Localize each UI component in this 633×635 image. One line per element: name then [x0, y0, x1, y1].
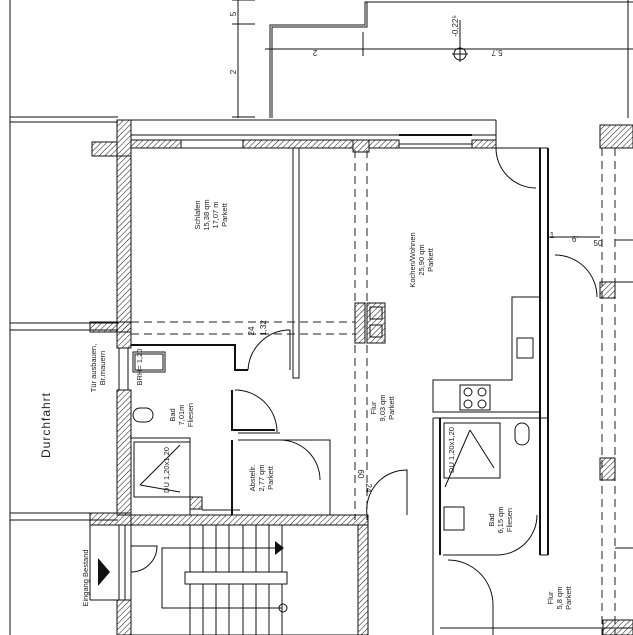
- dim-1: 1: [550, 231, 555, 240]
- dim-50: 50: [594, 239, 603, 248]
- room-area: 7,01m: [177, 405, 186, 426]
- room-bad-1: Bad 7,01m Fliesen: [168, 403, 195, 427]
- dim-24-b: 24: [364, 484, 373, 493]
- room-name: Kochen/Wohnen: [408, 232, 417, 287]
- room-floor: Parkett: [220, 202, 229, 227]
- room-floor: Parkett: [564, 585, 573, 610]
- dim-6: 6': [572, 235, 578, 244]
- room-floor: Fliesen: [505, 508, 514, 532]
- staircase: [130, 524, 359, 635]
- door-note-line-2: Br.mauern: [98, 351, 107, 386]
- room-name: Bad: [168, 408, 177, 421]
- room-name: Schlafen: [193, 200, 202, 229]
- room-floor: Parkett: [266, 465, 275, 490]
- room-floor: Parkett: [426, 247, 435, 272]
- dim-24-a: 24: [247, 326, 256, 335]
- durchfahrt-label: Durchfahrt: [39, 392, 53, 458]
- room-schlafen: Schlafen 15,38 qm 17,07 m Parkett: [193, 199, 229, 230]
- room-area: 9,03 qm: [378, 394, 387, 421]
- dim-upper-57: 5,7: [491, 48, 503, 57]
- brh-note: BRH= 1,20: [135, 349, 144, 386]
- dim-upper-2: 2: [312, 48, 317, 57]
- room-area: 5,8 qm: [555, 587, 564, 610]
- room-bad-2: Bad 6,15 qm Fliesen: [487, 506, 514, 533]
- level-mark: -0,22⁵: [451, 15, 460, 37]
- room-area: 25,90 qm: [417, 244, 426, 275]
- room-length: 17,07 m: [211, 201, 220, 228]
- room-kochen-wohnen: Kochen/Wohnen 25,90 qm Parkett: [408, 232, 435, 287]
- exterior-walls: [89, 119, 548, 635]
- room-name: Bad: [487, 513, 496, 526]
- room-floor: Parkett: [387, 395, 396, 420]
- door-note-line-1: Tür ausbauen,: [89, 344, 98, 392]
- terrace-outline: [232, 0, 633, 118]
- shower-note-2: DU 1,20x1,20: [447, 427, 456, 473]
- door-note: Tür ausbauen, Br.mauern: [89, 344, 107, 392]
- room-name: Abstellr.: [248, 465, 257, 492]
- room-flur-1: Flur 9,03 qm Parkett: [369, 394, 396, 421]
- room-abstellraum: Abstellr. 2,77 qm Parkett: [248, 464, 275, 491]
- entrance-arrow-icon: [98, 558, 110, 586]
- interior-walls: [130, 124, 633, 635]
- shower-note-1: DU 1,20x1,20: [162, 447, 171, 493]
- dim-132: 1,32: [259, 320, 268, 336]
- room-area: 15,38 qm: [202, 199, 211, 230]
- room-name: Flur: [546, 591, 555, 604]
- left-boundary: [9, 0, 118, 635]
- dim-60: 60: [356, 470, 365, 479]
- eingang-label: Eingang Bestand: [81, 549, 90, 606]
- room-floor: Fliesen: [186, 403, 195, 427]
- room-flur-2: Flur 5,8 qm Parkett: [546, 585, 573, 610]
- room-area: 2,77 qm: [257, 464, 266, 491]
- room-area: 6,15 qm: [496, 506, 505, 533]
- room-name: Flur: [369, 401, 378, 414]
- dim-top-small: 5: [229, 11, 238, 16]
- dim-left: 2: [229, 69, 238, 74]
